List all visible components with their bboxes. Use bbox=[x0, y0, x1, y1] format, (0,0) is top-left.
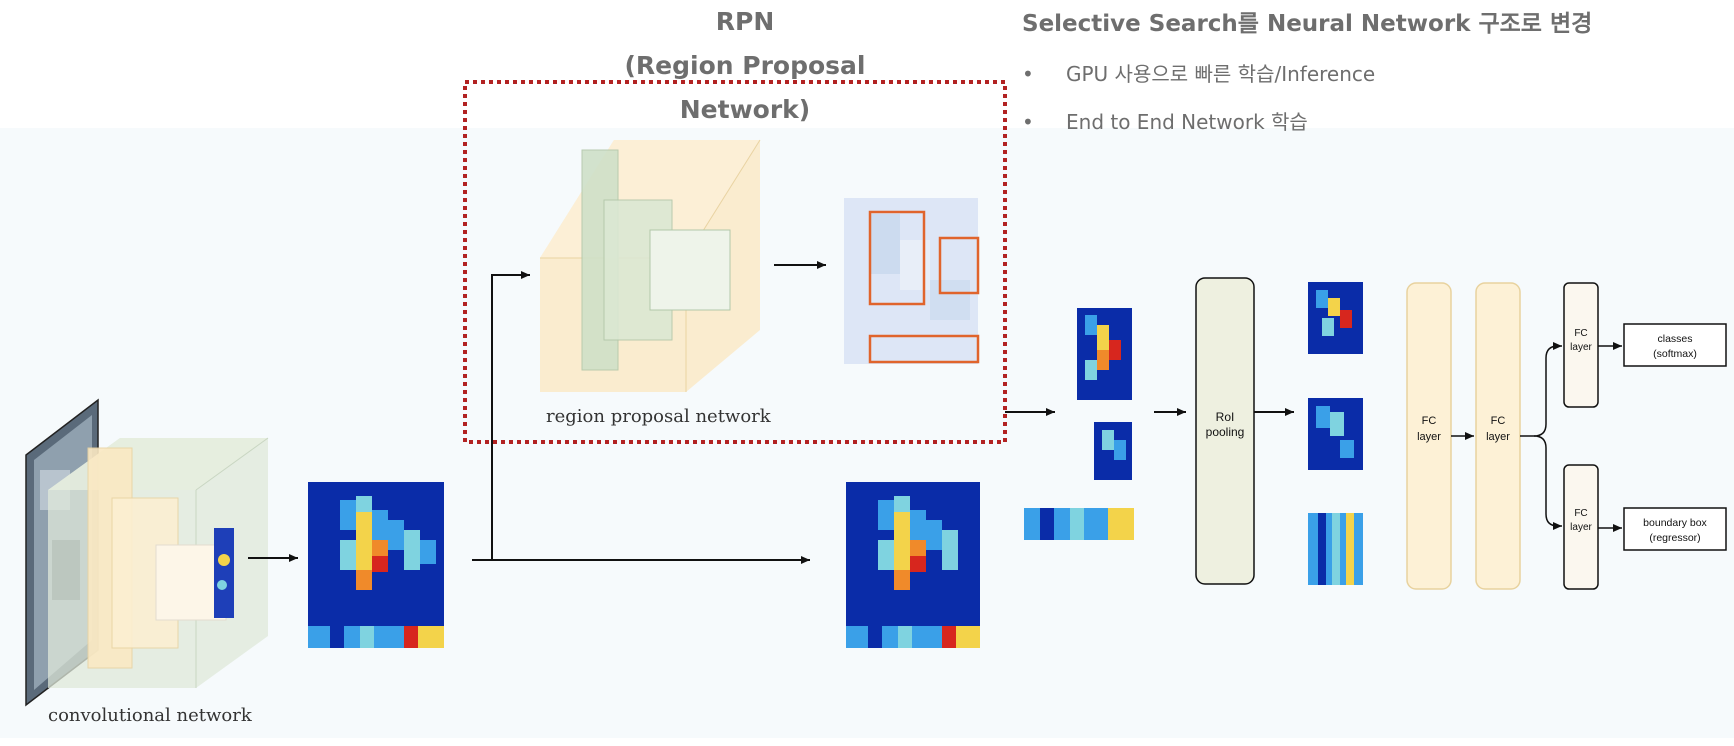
rpn-title-line1: RPN bbox=[715, 7, 775, 36]
bullet-text: End to End Network 학습 bbox=[1066, 110, 1308, 134]
arrow-branch-bottom bbox=[1533, 435, 1562, 530]
proposal-map bbox=[844, 198, 980, 364]
fc-label-line2: layer bbox=[1570, 522, 1592, 533]
rpn-title: RPN (Region Proposal Network) bbox=[555, 0, 935, 132]
notes-title: Selective Search를 Neural Network 구조로 변경 bbox=[1022, 11, 1593, 37]
classes-label-line1: classes bbox=[1657, 333, 1692, 345]
fc-label-line1: FC bbox=[1422, 415, 1437, 427]
proposal-box bbox=[868, 334, 980, 364]
rpn-network-block bbox=[540, 139, 761, 392]
bullet-marker: • bbox=[1022, 62, 1034, 86]
pooled-map-1 bbox=[1308, 282, 1363, 354]
bbox-label-line1: boundary box bbox=[1643, 517, 1707, 529]
fc-layer-2: FC layer bbox=[1475, 282, 1521, 590]
rpn-label: region proposal network bbox=[546, 406, 772, 427]
classes-label-line2: (softmax) bbox=[1653, 348, 1697, 360]
rpn-title-line2: (Region Proposal Network) bbox=[624, 51, 866, 124]
pooled-map-2 bbox=[1308, 398, 1363, 470]
bbox-label-line2: (regressor) bbox=[1649, 532, 1700, 544]
proposal-box bbox=[938, 236, 980, 295]
boundary-box-output: boundary box (regressor) bbox=[1623, 507, 1727, 551]
fc-label-line2: layer bbox=[1417, 431, 1441, 443]
roi-label-line2: pooling bbox=[1206, 425, 1245, 439]
cropped-region-1 bbox=[1077, 308, 1132, 400]
bullet-text: GPU 사용으로 빠른 학습/Inference bbox=[1066, 62, 1376, 86]
fc-label-line1: FC bbox=[1574, 328, 1587, 339]
arrow-branch-top bbox=[1520, 342, 1562, 437]
fc-label-line2: layer bbox=[1486, 431, 1510, 443]
conv-network-label: convolutional network bbox=[48, 705, 253, 726]
arrow-feature-to-rpn bbox=[491, 271, 530, 560]
cropped-region-3 bbox=[1024, 508, 1134, 540]
classes-output-box: classes (softmax) bbox=[1623, 323, 1727, 367]
pooled-map-3 bbox=[1308, 513, 1363, 585]
fc-layer-classes: FC layer bbox=[1563, 282, 1599, 408]
notes-bullet-2: • End to End Network 학습 bbox=[1022, 106, 1308, 135]
cropped-region-2 bbox=[1094, 422, 1132, 480]
roi-pooling-block: RoI pooling bbox=[1195, 277, 1255, 585]
conv-network-block bbox=[48, 437, 269, 688]
feature-map-1 bbox=[308, 482, 444, 648]
fc-label-line1: FC bbox=[1574, 508, 1587, 519]
fc-layer-bbox: FC layer bbox=[1563, 464, 1599, 590]
fc-label-line2: layer bbox=[1570, 342, 1592, 353]
bullet-marker: • bbox=[1022, 110, 1034, 134]
fc-layer-1: FC layer bbox=[1406, 282, 1452, 590]
fc-label-line1: FC bbox=[1491, 415, 1506, 427]
roi-label-line1: RoI bbox=[1216, 410, 1235, 424]
feature-map-2 bbox=[846, 482, 980, 648]
notes-bullet-1: • GPU 사용으로 빠른 학습/Inference bbox=[1022, 58, 1375, 87]
proposal-box bbox=[868, 210, 926, 306]
rpn-highlight-box bbox=[463, 80, 1007, 444]
